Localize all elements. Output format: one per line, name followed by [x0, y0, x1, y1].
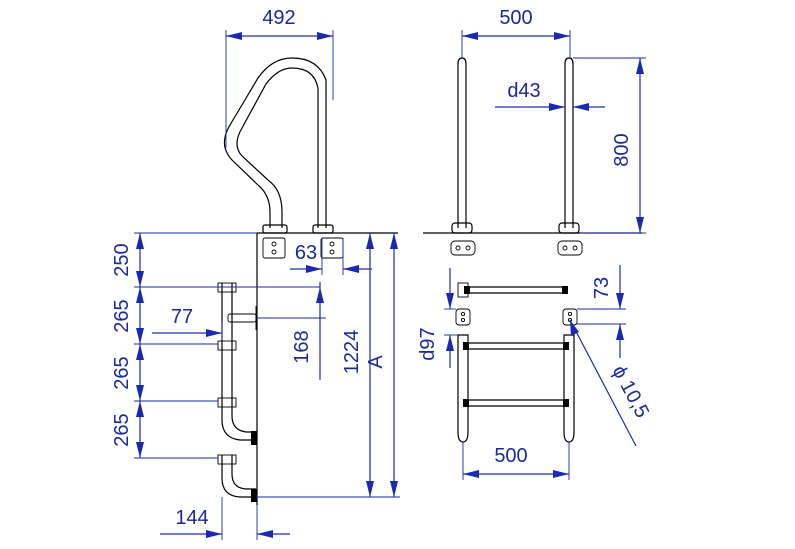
- dim-265-c: 265: [111, 413, 133, 446]
- side-handrail-inner: [236, 67, 319, 228]
- dim-265-a: 265: [111, 299, 133, 332]
- front-dimensions: 500 d43 800: [461, 7, 646, 234]
- dim-500-bottom: 500: [494, 445, 527, 467]
- side-foot-upper: [251, 431, 257, 445]
- side-ladder-leg-lower-inner: [231, 455, 256, 490]
- side-dimensions: 492 250 265 265 265 63 77: [111, 7, 400, 540]
- dim-A: A: [365, 355, 387, 369]
- dim-250: 250: [111, 243, 133, 276]
- dim-1224: 1224: [341, 330, 363, 375]
- side-ladder-leg-upper-inner: [231, 283, 256, 433]
- side-anchor-right: [312, 224, 334, 234]
- side-ladder-leg-upper: [221, 283, 256, 441]
- front-leg-right: [563, 334, 575, 443]
- side-foot-lower: [251, 489, 257, 502]
- dim-500-top: 500: [499, 7, 532, 29]
- side-anchor-plates: [262, 237, 344, 259]
- dim-d97: d97: [417, 327, 439, 360]
- front-leg-left: [457, 334, 469, 443]
- dim-492: 492: [262, 7, 295, 29]
- dim-73: 73: [591, 277, 613, 299]
- dim-d43: d43: [507, 80, 540, 102]
- side-ladder-leg-lower: [221, 455, 256, 498]
- dim-265-b: 265: [111, 356, 133, 389]
- side-handrail: [223, 57, 327, 228]
- front-rail-right: [564, 57, 574, 228]
- dim-bolt-diameter: ϕ 10,5: [608, 362, 654, 421]
- side-view: [217, 57, 398, 505]
- dim-168: 168: [291, 330, 313, 363]
- dim-800: 800: [611, 133, 633, 166]
- front-anchor-plates: [450, 240, 583, 256]
- dim-63: 63: [295, 242, 317, 264]
- ladder-front-dimensions: 73 d97 ϕ 10,5 500: [417, 265, 653, 480]
- ladder-front-view: [450, 240, 583, 443]
- dim-77: 77: [171, 306, 193, 328]
- front-rail-left: [457, 57, 467, 228]
- side-step-brackets: [217, 282, 237, 465]
- side-anchor-left: [262, 224, 288, 234]
- dim-144: 144: [175, 507, 208, 529]
